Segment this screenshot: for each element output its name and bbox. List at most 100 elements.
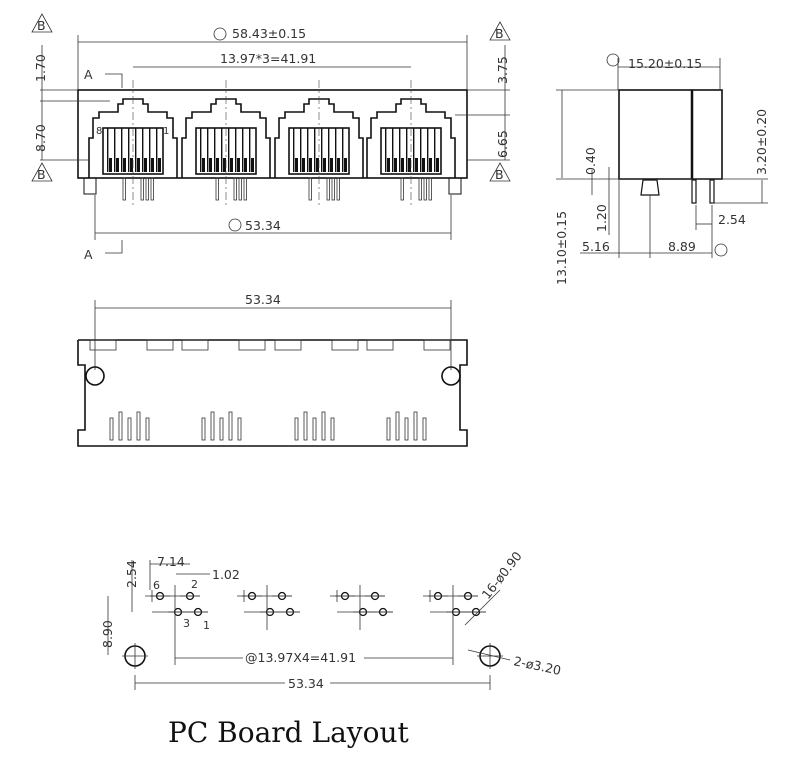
bottom-view: 53.34 bbox=[77, 292, 468, 447]
dim-mount-span: 53.34 bbox=[288, 676, 324, 691]
pin bbox=[243, 177, 247, 201]
pin bbox=[118, 411, 123, 441]
pcb-layout: @13.97X4=41.91 53.34 8.90 2.54 7.14 1.02… bbox=[100, 549, 562, 749]
dim-pin-span: 53.34 bbox=[245, 218, 281, 233]
svg-text:B: B bbox=[37, 167, 46, 182]
pin bbox=[423, 177, 427, 201]
latch-window bbox=[238, 339, 266, 351]
pin bbox=[321, 411, 326, 441]
pin bbox=[303, 411, 308, 441]
pin bbox=[336, 177, 340, 201]
dim-group-pitch: @13.97X4=41.91 bbox=[245, 650, 356, 665]
dim-top-offset-right: 3.75 bbox=[495, 56, 510, 84]
datum-b-icon: B bbox=[489, 21, 511, 41]
rj45-port bbox=[274, 80, 364, 205]
pin bbox=[238, 177, 242, 201]
pin bbox=[140, 177, 144, 201]
pin bbox=[150, 177, 154, 201]
pin bbox=[201, 417, 206, 441]
mount-post bbox=[448, 177, 462, 195]
pin bbox=[308, 177, 312, 201]
mount-post bbox=[83, 177, 97, 195]
dim-height-right: 6.65 bbox=[495, 130, 510, 158]
pin-hole-group bbox=[145, 585, 208, 630]
pin bbox=[233, 177, 237, 201]
pin bbox=[330, 417, 335, 441]
front-view: 58.43±0.15 13.97*3=41.91 53.34 1.70 8.70… bbox=[31, 13, 511, 262]
rj45-port bbox=[366, 80, 456, 205]
qc-mark-icon bbox=[606, 53, 620, 67]
latch-window bbox=[366, 339, 394, 351]
dim-height: 13.10±0.15 bbox=[554, 211, 569, 285]
svg-text:B: B bbox=[37, 18, 46, 33]
pin-8-label: 8 bbox=[96, 126, 102, 137]
pin bbox=[210, 411, 215, 441]
rj45-port bbox=[181, 80, 271, 205]
dim-boss-length: 1.20 bbox=[594, 204, 609, 232]
qc-mark-icon bbox=[213, 27, 227, 41]
dim-boss-offset: 5.16 bbox=[582, 239, 610, 254]
dim-mount-holes: 2-ø3.20 bbox=[512, 653, 562, 678]
pcb-layout-title: PC Board Layout bbox=[168, 716, 409, 749]
pin bbox=[294, 417, 299, 441]
pin-hole-group bbox=[423, 585, 486, 630]
latch-window bbox=[423, 339, 451, 351]
pin bbox=[395, 411, 400, 441]
pin-1-label: 1 bbox=[163, 126, 169, 137]
dim-height-left: 8.70 bbox=[33, 124, 48, 152]
datum-b-icon: B bbox=[31, 13, 53, 33]
datum-b-icon: B bbox=[31, 162, 53, 182]
pin bbox=[386, 417, 391, 441]
latch-window bbox=[274, 339, 302, 351]
dim-row-pitch: 2.54 bbox=[124, 560, 139, 588]
dim-bottom-width: 53.34 bbox=[245, 292, 281, 307]
svg-text:B: B bbox=[495, 26, 504, 41]
dim-pin-length: 3.20±0.20 bbox=[754, 109, 769, 175]
latch-window bbox=[146, 339, 174, 351]
pin bbox=[122, 177, 126, 201]
dim-boss-to-pin: 8.89 bbox=[668, 239, 696, 254]
section-a-label: A bbox=[84, 67, 93, 82]
dim-hole-offset: 8.90 bbox=[100, 620, 115, 648]
pin bbox=[145, 177, 149, 201]
latch-window bbox=[89, 339, 117, 351]
pin bbox=[237, 417, 242, 441]
dim-depth: 15.20±0.15 bbox=[628, 56, 702, 71]
dim-top-offset: 1.70 bbox=[33, 54, 48, 82]
pin bbox=[400, 177, 404, 201]
dim-port-pitch: 13.97*3=41.91 bbox=[220, 51, 316, 66]
pin bbox=[413, 411, 418, 441]
rj45-port bbox=[88, 80, 178, 205]
pin bbox=[109, 417, 114, 441]
pin bbox=[418, 177, 422, 201]
dim-overall-width: 58.43±0.15 bbox=[232, 26, 306, 41]
latch-window bbox=[331, 339, 359, 351]
latch-window bbox=[181, 339, 209, 351]
front-body bbox=[77, 89, 468, 179]
pin bbox=[326, 177, 330, 201]
qc-mark-icon bbox=[714, 243, 728, 257]
pin bbox=[219, 417, 224, 441]
pin bbox=[331, 177, 335, 201]
pin bbox=[312, 417, 317, 441]
pin bbox=[428, 177, 432, 201]
section-a-label: A bbox=[84, 247, 93, 262]
datum-b-icon: B bbox=[489, 162, 511, 182]
pin bbox=[422, 417, 427, 441]
dim-standoff: 0.40 bbox=[583, 147, 598, 175]
pin-hole-group bbox=[330, 585, 393, 630]
svg-text:B: B bbox=[495, 167, 504, 182]
dim-pin-pitch: 2.54 bbox=[718, 212, 746, 227]
dim-group-width: 7.14 bbox=[157, 554, 185, 569]
dim-pin-holes: 16-ø0.90 bbox=[479, 549, 525, 602]
dim-pin-pitch: 1.02 bbox=[212, 567, 240, 582]
side-view: 15.20±0.15 13.10±0.15 0.40 1.20 3.20±0.2… bbox=[554, 53, 769, 285]
pin bbox=[145, 417, 150, 441]
pin-label-6: 6 bbox=[153, 579, 160, 592]
pin bbox=[228, 411, 233, 441]
pin bbox=[215, 177, 219, 201]
qc-mark-icon bbox=[228, 218, 242, 232]
pin-hole-group bbox=[237, 585, 300, 630]
